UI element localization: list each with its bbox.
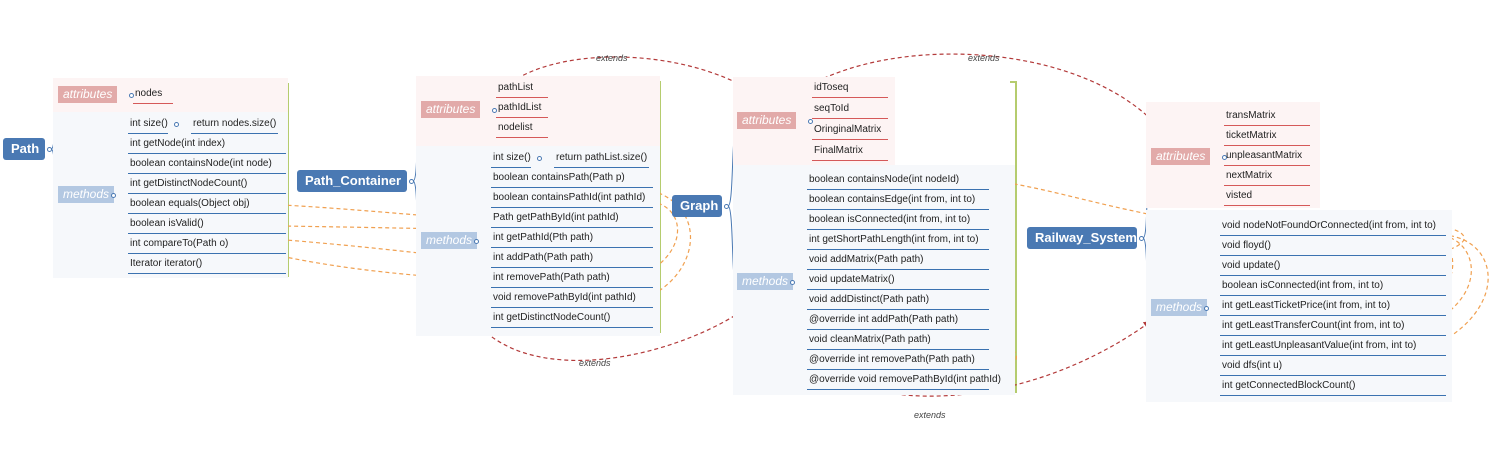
methods-tag[interactable]: methods [737,273,794,290]
collapse-toggle-icon [789,279,795,285]
collapse-toggle-icon [1221,154,1227,160]
size-return-note: return pathList.size() [554,150,650,168]
method-item[interactable]: void addDistinct(Path path) [807,292,989,310]
method-item[interactable]: int addPath(Path path) [491,250,653,268]
extends-label: extends [596,53,628,63]
method-item[interactable]: int getShortPathLength(int from, int to) [807,232,989,250]
method-item[interactable]: int getLeastUnpleasantValue(int from, in… [1220,338,1446,356]
method-item[interactable]: void addMatrix(Path path) [807,252,989,270]
attributes-tag[interactable]: attributes [421,101,481,118]
size-return-note: return nodes.size() [191,116,279,134]
attribute-item[interactable]: nextMatrix [1224,168,1310,186]
method-item[interactable]: boolean isValid() [128,216,286,234]
collapse-toggle-icon [173,121,179,127]
attribute-item[interactable]: pathList [496,80,548,98]
method-item[interactable]: int size() [491,150,531,168]
method-item[interactable]: boolean containsNode(int node) [128,156,286,174]
path-container-class-node[interactable]: Path_Container [297,170,407,192]
call-arrow [1429,231,1489,349]
collapse-toggle-icon [408,178,414,184]
method-item[interactable]: @override int removePath(Path path) [807,352,989,370]
collapse-toggle-icon [536,155,542,161]
call-arrow [629,197,679,281]
method-item[interactable]: boolean containsPathId(int pathId) [491,190,653,208]
collapse-toggle-icon [1138,235,1144,241]
extends-label: extends [579,358,611,368]
method-item[interactable]: int getDistinctNodeCount() [128,176,286,194]
method-item[interactable]: void cleanMatrix(Path path) [807,332,989,350]
method-item[interactable]: boolean containsNode(int nodeId) [807,172,989,190]
attribute-item[interactable]: FinalMatrix [812,143,888,161]
method-item[interactable]: int getNode(int index) [128,136,286,154]
methods-tag[interactable]: methods [1151,299,1208,316]
method-item[interactable]: int getConnectedBlockCount() [1220,378,1446,396]
method-item[interactable]: int size() [128,116,168,134]
attribute-item[interactable]: visted [1224,188,1310,206]
methods-tag[interactable]: methods [421,232,478,249]
path-class-node[interactable]: Path [3,138,45,160]
attribute-item[interactable]: nodes [133,86,173,104]
call-arrow [1298,227,1465,274]
attribute-item[interactable]: idToseq [812,80,888,98]
method-item[interactable]: int getLeastTransferCount(int from, int … [1220,318,1446,336]
method-item[interactable]: boolean isConnected(int from, int to) [1220,278,1446,296]
attribute-item[interactable]: pathIdList [496,100,548,118]
attribute-item[interactable]: ticketMatrix [1224,128,1310,146]
method-item[interactable]: int compareTo(Path o) [128,236,286,254]
method-item[interactable]: void dfs(int u) [1220,358,1446,376]
attribute-item[interactable]: nodelist [496,120,548,138]
method-item[interactable]: void floyd() [1220,238,1446,256]
method-item[interactable]: boolean containsEdge(int from, int to) [807,192,989,210]
graph-class-node[interactable]: Graph [672,195,722,217]
attributes-tag[interactable]: attributes [737,112,797,129]
attributes-tag[interactable]: attributes [58,86,118,103]
method-item[interactable]: Iterator iterator() [128,256,286,274]
method-item[interactable]: void updateMatrix() [807,272,989,290]
method-item[interactable]: int getDistinctNodeCount() [491,310,653,328]
extends-label: extends [914,410,946,420]
method-item[interactable]: int getLeastTicketPrice(int from, int to… [1220,298,1446,316]
method-item[interactable]: boolean containsPath(Path p) [491,170,653,188]
collapse-toggle-icon [128,92,134,98]
method-item[interactable]: void nodeNotFoundOrConnected(int from, i… [1220,218,1446,236]
attribute-item[interactable]: OringinalMatrix [812,122,888,140]
attribute-item[interactable]: transMatrix [1224,108,1310,126]
collapse-toggle-icon [1203,305,1209,311]
collapse-toggle-icon [110,192,116,198]
method-item[interactable]: void update() [1220,258,1446,276]
attributes-tag[interactable]: attributes [1151,148,1211,165]
railway-system-class-node[interactable]: Railway_System [1027,227,1137,249]
method-item[interactable]: @override int addPath(Path path) [807,312,989,330]
methods-tag[interactable]: methods [58,186,115,203]
extends-label: extends [968,53,1000,63]
method-item[interactable]: @override void removePathById(int pathId… [807,372,1001,390]
collapse-toggle-icon [473,238,479,244]
method-item[interactable]: void removePathById(int pathId) [491,290,653,308]
attribute-item[interactable]: unpleasantMatrix [1224,148,1310,166]
method-item[interactable]: boolean equals(Object obj) [128,196,286,214]
collapse-toggle-icon [491,107,497,113]
method-item[interactable]: boolean isConnected(int from, int to) [807,212,989,230]
extends-arrow [777,53,1177,150]
method-item[interactable]: Path getPathById(int pathId) [491,210,653,228]
method-item[interactable]: int removePath(Path path) [491,270,653,288]
collapse-toggle-icon [807,118,813,124]
method-item[interactable]: int getPathId(Pth path) [491,230,653,248]
collapse-toggle-icon [723,203,729,209]
attribute-item[interactable]: seqToId [812,101,888,119]
collapse-toggle-icon [46,146,52,152]
